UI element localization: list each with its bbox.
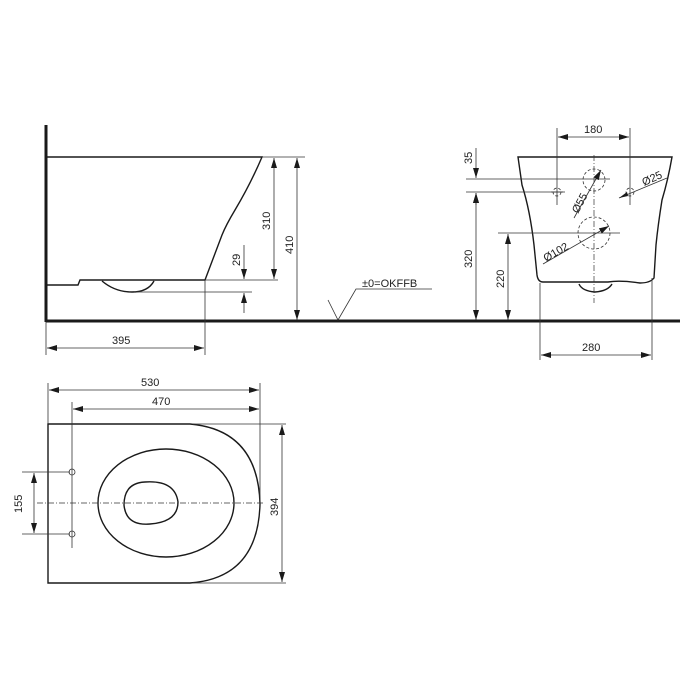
leader-outlet xyxy=(542,225,610,265)
dim-label-180: 180 xyxy=(584,124,602,136)
leader-inlet xyxy=(573,169,602,219)
front-outlet-curve xyxy=(578,283,613,293)
floor-reference: ±0=OKFFB xyxy=(320,278,680,323)
bowl-side-outline xyxy=(47,156,264,286)
floor-reference-label: ±0=OKFFB xyxy=(362,278,417,290)
top-outline xyxy=(47,423,261,584)
dim-label-320: 320 xyxy=(463,250,475,268)
inlet-circle xyxy=(582,168,606,192)
dim-label-310: 310 xyxy=(261,212,273,230)
dim-label-155: 155 xyxy=(13,495,25,513)
dim-label-fixing-diameter: Ø25 xyxy=(640,169,664,188)
dim-label-29: 29 xyxy=(231,254,243,266)
dim-label-220: 220 xyxy=(495,270,507,288)
dim-label-outlet-diameter: Ø102 xyxy=(542,241,571,265)
dim-label-394: 394 xyxy=(269,498,281,516)
bowl-opening xyxy=(123,481,179,525)
outlet-curve xyxy=(101,280,155,293)
top-view: 530 470 394 155 xyxy=(13,377,286,584)
dim-label-280: 280 xyxy=(582,342,600,354)
dim-label-395: 395 xyxy=(112,335,130,347)
dim-label-35: 35 xyxy=(463,152,475,164)
bowl-front-outline xyxy=(517,156,673,284)
side-view: 410 310 29 395 xyxy=(44,125,320,355)
level-marker-icon xyxy=(327,288,432,321)
leader-fixing-arrow xyxy=(619,192,628,198)
dim-label-470: 470 xyxy=(152,396,170,408)
dim-label-530: 530 xyxy=(141,377,159,389)
dim-label-410: 410 xyxy=(284,236,296,254)
front-view: 180 35 320 220 280 Ø55 Ø25 Ø102 xyxy=(463,124,673,360)
